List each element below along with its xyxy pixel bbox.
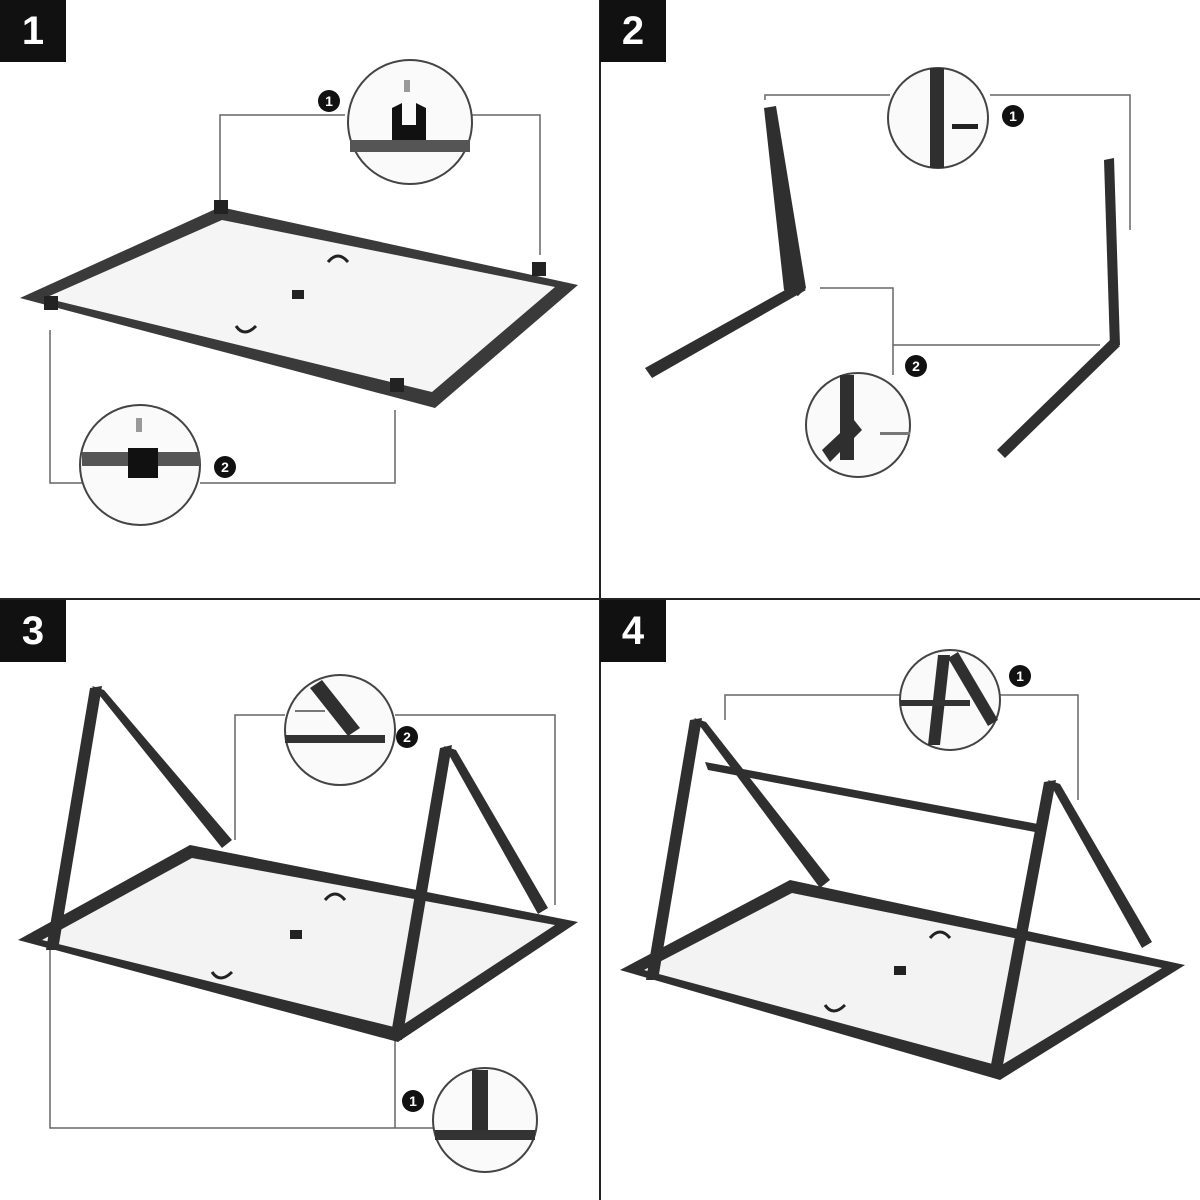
callout-number: 1 xyxy=(1002,105,1024,127)
step-number: 1 xyxy=(0,0,66,62)
leg-front-left xyxy=(646,718,702,980)
step-number: 2 xyxy=(600,0,666,62)
leg-brace-right xyxy=(1048,780,1152,948)
bolt-icon xyxy=(880,432,910,435)
callout-number: 2 xyxy=(214,456,236,478)
leg-brace-left xyxy=(92,686,232,848)
junction-box xyxy=(292,290,304,299)
screw-icon xyxy=(136,418,142,432)
step-4-panel: 4 1 xyxy=(600,600,1200,1200)
screw-icon xyxy=(404,80,410,92)
junction-box xyxy=(290,930,302,939)
zoom-inset-circle xyxy=(347,59,473,185)
step-1-panel: 1 1 2 xyxy=(0,0,600,600)
step-1-illustration xyxy=(20,59,578,526)
callout-line xyxy=(764,94,890,100)
inset-foot xyxy=(822,420,862,462)
step-2-panel: 2 1 2 xyxy=(600,0,1200,600)
callout-number: 2 xyxy=(905,355,927,377)
solar-panel-surface xyxy=(644,893,1162,1066)
step-number: 3 xyxy=(0,600,66,662)
callout-number: 1 xyxy=(1009,665,1031,687)
callout-line xyxy=(820,287,1100,346)
leg-front-left xyxy=(46,686,102,950)
callout-line xyxy=(1000,694,1079,800)
right-leg-post xyxy=(1104,158,1120,348)
inset-leg xyxy=(472,1070,488,1140)
callout-line xyxy=(724,694,900,720)
mount-bracket xyxy=(44,200,546,392)
step-4-illustration xyxy=(620,649,1185,1080)
inset-bracket xyxy=(392,103,426,140)
leg-front-right xyxy=(990,780,1056,1070)
solar-panel-surface xyxy=(45,220,555,392)
callout-line xyxy=(200,410,396,484)
left-leg-foot xyxy=(645,284,806,378)
callout-line xyxy=(234,714,285,840)
inset-cross-bar xyxy=(900,700,970,706)
leg-brace-left xyxy=(694,718,830,888)
cable-connector xyxy=(234,254,350,334)
step-number: 4 xyxy=(600,600,666,662)
step-3-panel: 3 2 1 xyxy=(0,600,600,1200)
leg-front-right xyxy=(390,745,452,1040)
zoom-inset-circle xyxy=(284,674,396,786)
inset-brace xyxy=(948,652,998,726)
leg-brace-right xyxy=(444,746,548,914)
inset-frame-rail xyxy=(350,140,470,152)
knob-bolt-icon xyxy=(952,124,978,129)
junction-box xyxy=(894,966,906,975)
bolt-icon xyxy=(295,710,325,712)
right-leg-foot xyxy=(997,340,1120,458)
callout-number: 1 xyxy=(318,90,340,112)
inset-frame-rail xyxy=(285,735,385,743)
inset-leg xyxy=(310,680,360,736)
left-leg-post xyxy=(764,106,806,296)
callout-line xyxy=(49,330,85,484)
step-3-illustration xyxy=(18,674,578,1173)
inset-bracket xyxy=(128,448,158,478)
cross-bar xyxy=(705,762,1038,832)
callout-line xyxy=(990,94,1131,230)
callout-line xyxy=(49,950,435,1129)
horizontal-divider xyxy=(0,598,1200,600)
step-2-illustration xyxy=(645,67,1131,478)
solar-panel-surface xyxy=(42,858,555,1028)
callout-number: 2 xyxy=(396,726,418,748)
inset-tube xyxy=(930,68,944,168)
inset-frame-rail xyxy=(435,1130,535,1140)
cable-connector xyxy=(823,930,952,1013)
cable-connector xyxy=(210,892,347,980)
callout-number: 1 xyxy=(402,1090,424,1112)
callout-line xyxy=(470,114,541,255)
callout-line xyxy=(395,714,556,905)
